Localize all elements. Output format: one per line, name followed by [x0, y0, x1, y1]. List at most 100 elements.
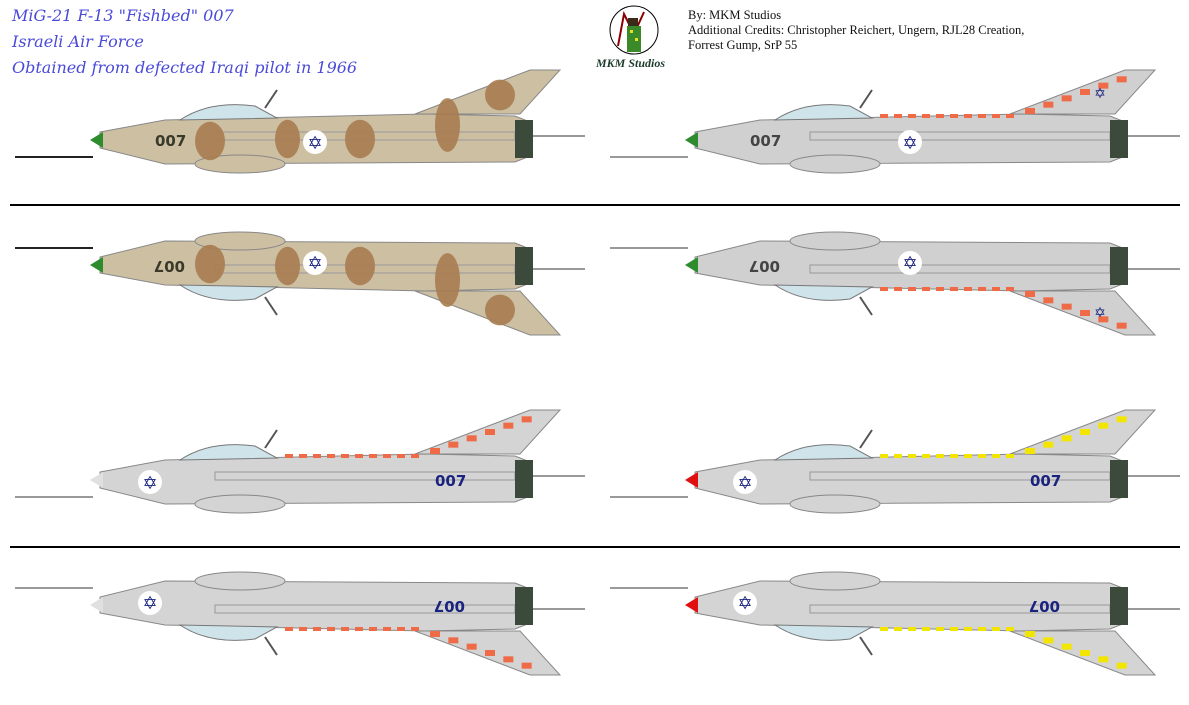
spine-stripe: [936, 287, 944, 291]
camo-patch: [195, 244, 225, 284]
spine-stripe: [327, 454, 335, 458]
aircraft-profile: ✡✡: [610, 231, 1180, 336]
exhaust: [1110, 460, 1128, 498]
serial-number: 007: [750, 132, 781, 150]
spine-stripe: [992, 287, 1000, 291]
spine-stripe: [411, 627, 419, 631]
nose-cone: [90, 132, 103, 148]
aircraft-profile: ✡: [15, 69, 585, 174]
serial-number: 007: [434, 597, 465, 615]
nose-cone: [90, 257, 103, 273]
logo-text: MKM Studios: [596, 56, 666, 70]
credits-line-2: Forrest Gump, SrP 55: [688, 38, 798, 52]
spine-stripe: [978, 454, 986, 458]
spine-stripe: [894, 627, 902, 631]
spine-stripe: [299, 627, 307, 631]
camo-patch: [345, 246, 375, 286]
spine-stripe: [964, 454, 972, 458]
star-of-david-icon: ✡: [307, 133, 322, 154]
spine-stripe: [908, 114, 916, 118]
roundel: [733, 470, 757, 494]
antenna: [264, 636, 278, 656]
serial-number: 007: [155, 132, 186, 150]
star-of-david-icon: ✡: [142, 591, 157, 612]
spine-stripe: [922, 287, 930, 291]
aircraft-profile: ✡: [15, 231, 585, 336]
exhaust: [515, 587, 533, 625]
spine-stripe: [313, 627, 321, 631]
exhaust: [515, 120, 533, 158]
drop-tank: [194, 154, 286, 174]
fin-stripe: [1025, 448, 1035, 454]
camo-patch: [275, 246, 300, 286]
spine-stripe: [383, 454, 391, 458]
canopy: [773, 284, 874, 301]
canopy: [178, 284, 279, 301]
fin-stripe: [521, 662, 532, 669]
fin-stripe: [1098, 656, 1109, 663]
antenna: [859, 429, 873, 449]
fin-stripe: [1116, 416, 1127, 423]
missile-rail: [809, 604, 1111, 614]
spine-stripe: [964, 627, 972, 631]
divider: [10, 546, 1180, 548]
serial-number: 007: [749, 257, 780, 275]
fin-stripe: [485, 429, 495, 435]
credits: By: MKM Studios Additional Credits: Chri…: [688, 8, 1024, 53]
spine-stripe: [992, 627, 1000, 631]
roundel: [898, 130, 922, 154]
nose-cone: [685, 132, 698, 148]
nose-cone: [685, 597, 698, 613]
spine-stripe: [327, 627, 335, 631]
spine-stripe: [950, 627, 958, 631]
nose-cone: [90, 597, 103, 613]
spine-stripe: [978, 627, 986, 631]
antenna: [264, 89, 278, 109]
spine-stripe: [1006, 287, 1014, 291]
antenna: [859, 89, 873, 109]
spine-stripe: [397, 627, 405, 631]
spine-stripe: [978, 287, 986, 291]
spine-stripe: [341, 454, 349, 458]
canopy: [178, 624, 279, 641]
spine-stripe: [341, 627, 349, 631]
camo-patch: [485, 294, 515, 326]
roundel: [303, 130, 327, 154]
fin-stripe: [1061, 435, 1072, 442]
fin-stripe: [466, 435, 477, 442]
exhaust: [515, 247, 533, 285]
exhaust: [515, 460, 533, 498]
spine-stripe: [411, 454, 419, 458]
fin-stripe: [1116, 662, 1127, 669]
star-of-david-icon: ✡: [902, 251, 917, 272]
fin-stripe: [1098, 316, 1109, 323]
fin-stripe: [1043, 297, 1054, 304]
serial-number: 007: [154, 257, 185, 275]
fin-stripe: [1080, 89, 1090, 95]
spine-stripe: [1006, 627, 1014, 631]
aircraft-profile: ✡: [15, 409, 585, 514]
canopy: [178, 444, 279, 461]
antenna: [264, 429, 278, 449]
missile-rail: [214, 604, 516, 614]
fin-stripe: [1025, 108, 1035, 114]
fin-stripe: [1116, 76, 1127, 83]
drop-tank: [789, 231, 881, 251]
spine-stripe: [285, 454, 293, 458]
camo-patch: [275, 119, 300, 159]
star-of-david-icon: ✡: [737, 591, 752, 612]
credits-by: By: MKM Studios: [688, 8, 782, 22]
fin-stripe: [1098, 422, 1109, 429]
fin-stripe: [1043, 101, 1054, 108]
spine-stripe: [950, 287, 958, 291]
fin-stripe: [503, 656, 514, 663]
fin-stripe: [485, 650, 495, 656]
spine-stripe: [964, 114, 972, 118]
spine-stripe: [964, 287, 972, 291]
title-line-2: Israeli Air Force: [12, 32, 144, 51]
nose-cone: [90, 472, 103, 488]
fin-stripe: [466, 643, 477, 650]
fin-stripe: [1061, 95, 1072, 102]
fin-stripe: [521, 416, 532, 423]
